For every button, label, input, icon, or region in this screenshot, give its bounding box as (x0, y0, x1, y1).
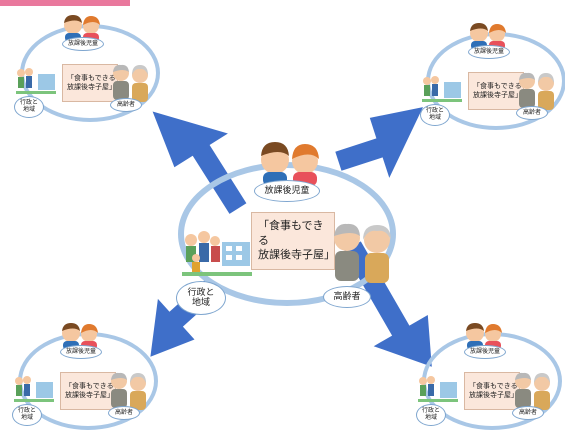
label-admin: 行政と 地域 (12, 404, 42, 426)
label-children: 放課後児童 (60, 345, 102, 359)
label-elderly: 高齢者 (110, 98, 142, 112)
community-icon (14, 376, 54, 402)
children-icon (64, 15, 100, 42)
community-icon (16, 68, 56, 94)
elderly-icon (113, 64, 148, 102)
label-children: 放課後児童 (254, 180, 320, 202)
children-icon (261, 142, 319, 186)
elderly-icon (111, 372, 146, 410)
satellite-card: 「食事もできる 放課後寺子屋」 (60, 372, 116, 410)
label-admin: 行政と 地域 (416, 404, 446, 426)
label-children: 放課後児童 (464, 345, 506, 359)
satellite-card: 「食事もできる 放課後寺子屋」 (468, 72, 524, 110)
accent-bar (0, 0, 130, 6)
satellite-card: 「食事もできる 放課後寺子屋」 (62, 64, 118, 102)
label-elderly: 高齢者 (512, 406, 544, 420)
arrow-icon-top-right (335, 107, 423, 178)
label-admin: 行政と 地域 (176, 281, 226, 315)
label-admin: 行政と 地域 (420, 104, 450, 126)
community-icon (422, 76, 462, 102)
label-elderly: 高齢者 (108, 406, 140, 420)
label-children: 放課後児童 (468, 45, 510, 59)
elderly-icon (515, 372, 550, 410)
label-children: 放課後児童 (62, 37, 104, 51)
community-icon (418, 376, 458, 402)
community-icon (182, 231, 252, 276)
label-elderly: 高齢者 (516, 106, 548, 120)
center-card: 「食事もできる 放課後寺子屋」 (251, 212, 335, 270)
elderly-icon (519, 72, 554, 110)
label-admin: 行政と 地域 (14, 96, 44, 118)
label-elderly: 高齢者 (323, 286, 371, 308)
elderly-icon (334, 223, 391, 283)
